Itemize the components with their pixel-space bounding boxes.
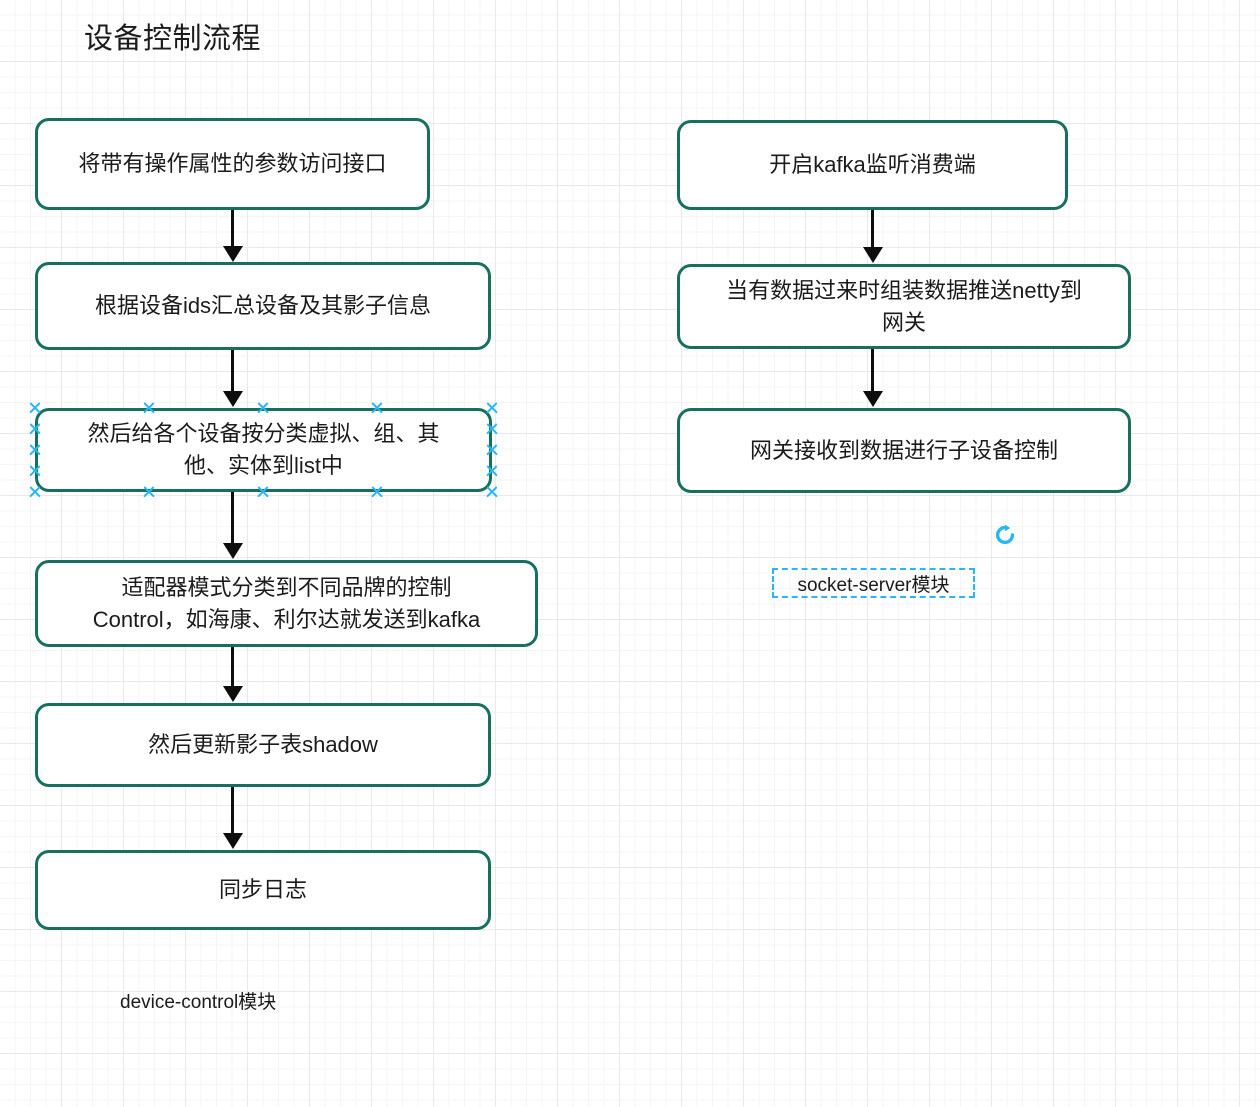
flow-arrow-r1-r2 bbox=[871, 210, 874, 248]
rotate-icon[interactable] bbox=[993, 523, 1017, 547]
flow-arrow-n2-n3 bbox=[231, 350, 234, 392]
flow-arrow-r2-r3 bbox=[871, 349, 874, 392]
flow-node-label: 适配器模式分类到不同品牌的控制 Control，如海康、利尔达就发送到kafka bbox=[92, 574, 481, 632]
flow-node-label: 根据设备ids汇总设备及其影子信息 bbox=[94, 293, 432, 318]
flow-node-n5[interactable]: 然后更新影子表shadow bbox=[35, 703, 491, 787]
resize-handle-n-quarter-left[interactable] bbox=[143, 402, 156, 415]
flow-node-r2[interactable]: 当有数据过来时组装数据推送netty到 网关 bbox=[677, 264, 1131, 349]
resize-handle-w-lower[interactable] bbox=[29, 465, 42, 478]
resize-handle-e[interactable] bbox=[486, 444, 499, 457]
resize-handle-w[interactable] bbox=[29, 444, 42, 457]
flow-node-label: 同步日志 bbox=[218, 877, 307, 902]
right-flow-caption[interactable]: socket-server模块 bbox=[772, 568, 975, 598]
flow-node-label: 网关接收到数据进行子设备控制 bbox=[749, 437, 1058, 463]
flow-arrow-n1-n2 bbox=[231, 210, 234, 247]
flow-arrow-n5-n6 bbox=[231, 787, 234, 834]
resize-handle-s-quarter-left[interactable] bbox=[143, 486, 156, 499]
resize-handle-se[interactable] bbox=[486, 486, 499, 499]
flow-node-label: 当有数据过来时组装数据推送netty到 网关 bbox=[726, 277, 1082, 335]
flow-node-label: 开启kafka监听消费端 bbox=[769, 152, 976, 177]
flow-node-r1[interactable]: 开启kafka监听消费端 bbox=[677, 120, 1068, 210]
flow-node-n1[interactable]: 将带有操作属性的参数访问接口 bbox=[35, 118, 430, 210]
flow-node-n3[interactable]: 然后给各个设备按分类虚拟、组、其 他、实体到list中 bbox=[35, 408, 492, 492]
resize-handle-ne[interactable] bbox=[486, 402, 499, 415]
flow-node-label: 然后更新影子表shadow bbox=[148, 732, 378, 757]
flow-node-label: 然后给各个设备按分类虚拟、组、其 他、实体到list中 bbox=[87, 421, 440, 478]
resize-handle-w-upper[interactable] bbox=[29, 423, 42, 436]
page-title: 设备控制流程 bbox=[84, 23, 262, 55]
resize-handle-n-quarter-right[interactable] bbox=[371, 402, 384, 415]
resize-handle-sw[interactable] bbox=[29, 486, 42, 499]
flow-arrow-n4-n5 bbox=[231, 647, 234, 687]
resize-handle-s[interactable] bbox=[257, 486, 270, 499]
flow-node-n4[interactable]: 适配器模式分类到不同品牌的控制 Control，如海康、利尔达就发送到kafka bbox=[35, 560, 538, 647]
flow-node-label: 将带有操作属性的参数访问接口 bbox=[78, 151, 387, 176]
resize-handle-nw[interactable] bbox=[29, 402, 42, 415]
flow-arrow-n3-n4 bbox=[231, 492, 234, 544]
flow-node-n6[interactable]: 同步日志 bbox=[35, 850, 491, 930]
resize-handle-e-upper[interactable] bbox=[486, 423, 499, 436]
resize-handle-n[interactable] bbox=[257, 402, 270, 415]
resize-handle-s-quarter-right[interactable] bbox=[371, 486, 384, 499]
flow-node-n2[interactable]: 根据设备ids汇总设备及其影子信息 bbox=[35, 262, 491, 350]
flow-node-r3[interactable]: 网关接收到数据进行子设备控制 bbox=[677, 408, 1131, 493]
left-flow-caption: device-control模块 bbox=[120, 992, 277, 1013]
resize-handle-e-lower[interactable] bbox=[486, 465, 499, 478]
